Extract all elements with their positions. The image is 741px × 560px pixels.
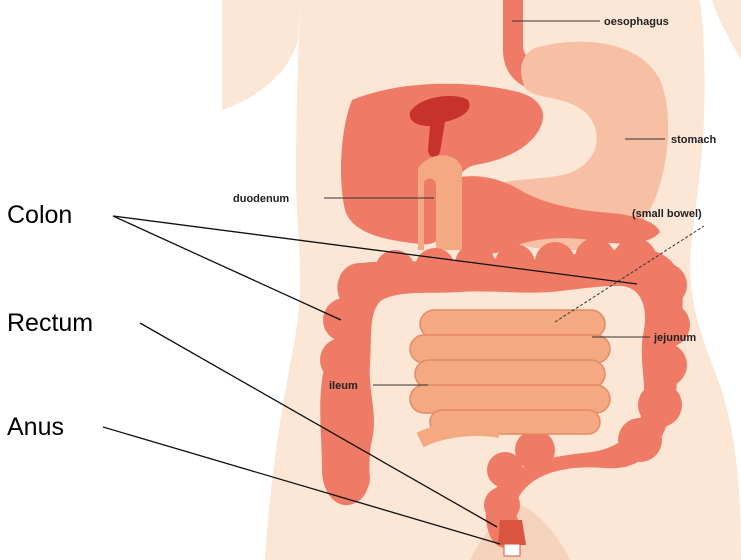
anus-opening [504,544,520,556]
label-small-bowel: (small bowel) [632,208,702,220]
label-duodenum: duodenum [233,193,289,205]
label-colon: Colon [7,201,72,229]
label-oesophagus: oesophagus [604,16,669,28]
rectum-shape [498,520,526,545]
label-stomach: stomach [671,134,717,146]
label-jejunum: jejunum [653,332,696,344]
label-anus: Anus [7,413,64,441]
small-intestine [410,310,610,440]
label-ileum: ileum [329,380,358,392]
label-rectum: Rectum [7,309,93,337]
